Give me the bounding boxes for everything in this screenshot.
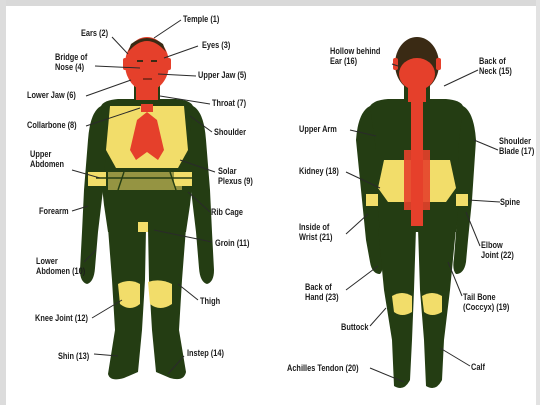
label-shoulder-blade-line2: Blade (17) [499,146,534,156]
label-solar-plexus-line1: Solar [218,166,253,176]
front-eye-left [137,60,143,62]
label-instep: Instep (14) [187,348,224,358]
label-elbow-joint-line1: Elbow [481,240,514,250]
front-eye-right [151,60,157,62]
label-inside-of-wrist: Inside of Wrist (21) [299,222,332,242]
label-upper-abdomen-line2: Abdomen [30,159,64,169]
back-head [393,37,441,102]
label-solar-plexus: Solar Plexus (9) [218,166,253,186]
front-ear-right [166,58,171,70]
label-spine: Spine [500,197,520,207]
label-back-of-neck: Back of Neck (15) [479,56,512,76]
label-upper-jaw: Upper Jaw (5) [198,70,246,80]
label-eyes: Eyes (3) [202,40,230,50]
label-back-of-neck-line1: Back of [479,56,512,66]
label-back-of-hand: Back of Hand (23) [305,282,339,302]
label-rib-cage: Rib Cage [211,207,243,217]
label-hollow-behind-ear: Hollow behind Ear (16) [330,46,380,66]
label-elbow-joint: Elbow Joint (22) [481,240,514,260]
front-knee-left [118,281,140,308]
back-elbow-left [366,194,378,206]
label-tail-bone: Tail Bone (Coccyx) (19) [463,292,509,312]
back-kidney [404,150,430,210]
label-shin: Shin (13) [58,351,89,361]
front-collarbone [141,104,153,112]
label-groin: Groin (11) [215,238,249,248]
back-of-neck [408,84,426,102]
label-bridge-of-nose-line2: Nose (4) [55,62,87,72]
label-calf: Calf [471,362,485,372]
front-knee-right [148,280,172,308]
label-achilles-tendon: Achilles Tendon (20) [287,363,359,373]
label-inside-of-wrist-line2: Wrist (21) [299,232,332,242]
front-forearm-left [88,172,106,186]
label-upper-abdomen: Upper Abdomen [30,149,64,169]
label-tail-bone-line2: (Coccyx) (19) [463,302,509,312]
label-upper-abdomen-line1: Upper [30,149,64,159]
label-lower-jaw: Lower Jaw (6) [27,90,76,100]
label-lower-abdomen-line1: Lower [36,256,85,266]
label-upper-arm: Upper Arm [299,124,337,134]
label-elbow-joint-line2: Joint (22) [481,250,514,260]
back-ear-right [436,58,441,70]
label-kidney: Kidney (18) [299,166,339,176]
back-knee-right [422,293,442,315]
label-collarbone: Collarbone (8) [27,120,77,130]
label-temple: Temple (1) [183,14,219,24]
label-knee-joint: Knee Joint (12) [35,313,88,323]
front-groin [138,222,148,232]
front-head [123,37,171,100]
label-lower-abdomen: Lower Abdomen (10) [36,256,85,276]
label-solar-plexus-line2: Plexus (9) [218,176,253,186]
front-mouth [143,78,152,80]
label-shoulder: Shoulder [214,127,246,137]
label-inside-of-wrist-line1: Inside of [299,222,332,232]
front-ear-left [123,58,128,70]
label-buttock: Buttock [341,322,368,332]
front-throat [136,84,158,100]
label-hollow-behind-ear-line1: Hollow behind [330,46,380,56]
label-shoulder-blade: Shoulder Blade (17) [499,136,534,156]
label-ears: Ears (2) [81,28,108,38]
label-back-of-neck-line2: Neck (15) [479,66,512,76]
label-hollow-behind-ear-line2: Ear (16) [330,56,380,66]
label-tail-bone-line1: Tail Bone [463,292,509,302]
label-bridge-of-nose-line1: Bridge of [55,52,87,62]
back-knee-left [392,293,412,315]
label-thigh: Thigh [200,296,220,306]
back-ear-left [393,58,398,70]
label-back-of-hand-line1: Back of [305,282,339,292]
label-back-of-hand-line2: Hand (23) [305,292,339,302]
label-forearm: Forearm [39,206,69,216]
label-throat: Throat (7) [212,98,246,108]
label-shoulder-blade-line1: Shoulder [499,136,534,146]
label-bridge-of-nose: Bridge of Nose (4) [55,52,87,72]
label-lower-abdomen-line2: Abdomen (10) [36,266,85,276]
back-elbow-right [456,194,468,206]
